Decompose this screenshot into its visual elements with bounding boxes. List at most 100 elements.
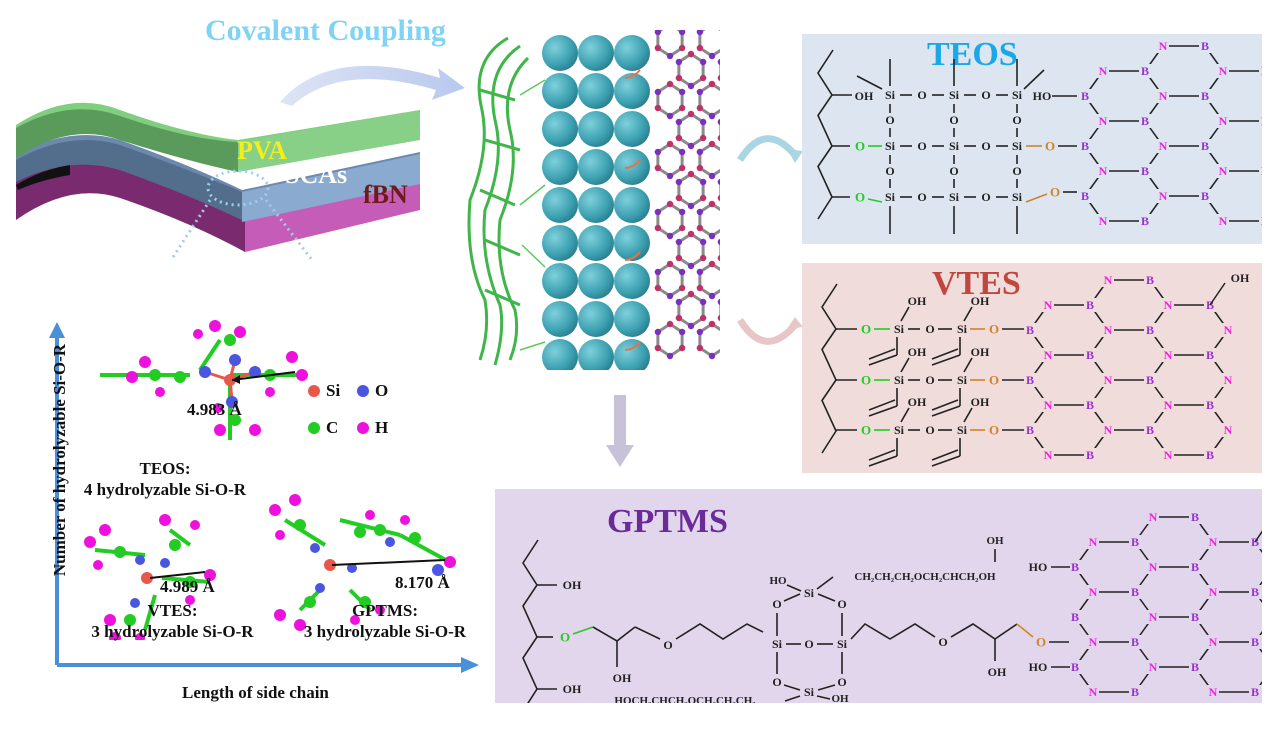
silica-sphere: [542, 225, 578, 261]
silicon-label: Si: [894, 423, 905, 437]
coupling-bond: [624, 341, 641, 351]
silicon-label: Si: [949, 190, 960, 204]
gptms-distance: 8.170 Å: [395, 573, 450, 592]
boron-label: B: [1131, 635, 1139, 649]
boron-label: B: [1251, 585, 1259, 599]
oxygen-label: O: [917, 139, 926, 153]
bond: [868, 354, 898, 366]
atom-bg: [1147, 510, 1159, 524]
silicon-label: Si: [885, 190, 896, 204]
hydroxyl-label: OH: [908, 294, 927, 308]
nitrogen-atom: [654, 88, 662, 96]
chain-label: HOCH₂CHCH₂OCH₂CH₂CH₂: [614, 695, 756, 703]
boron-label: B: [1071, 560, 1079, 574]
hydroxyl-label: HO: [1029, 660, 1048, 674]
nitrogen-atom: [696, 268, 704, 276]
atom-bg: [1147, 610, 1159, 624]
pva-oxygen-link: O: [861, 423, 871, 438]
hydroxyl-label: OH: [971, 395, 990, 409]
boron-label: B: [1026, 323, 1034, 337]
boron-label: B: [1251, 685, 1259, 699]
boron-atom: [675, 254, 683, 262]
bond: [656, 142, 684, 178]
nitrogen-atom: [666, 172, 674, 180]
boron-atom: [708, 320, 716, 328]
oxygen-label: O: [981, 190, 990, 204]
atom-bg: [1097, 214, 1109, 228]
silica-sphere: [542, 263, 578, 299]
boron-atom: [666, 140, 674, 148]
nitrogen-atom: [699, 238, 707, 246]
boron-atom: [699, 194, 707, 202]
nitrogen-atom: [675, 238, 683, 246]
boron-label: B: [1086, 398, 1094, 412]
boron-label: B: [1146, 373, 1154, 387]
boron-label: B: [1261, 214, 1262, 228]
nitrogen-label: N: [1219, 64, 1228, 78]
atom-bg: [1222, 323, 1234, 337]
nitrogen-atom: [687, 202, 695, 210]
hydroxyl-label: OH: [971, 294, 990, 308]
boron-atom: [678, 44, 686, 52]
atom-bg: [1102, 323, 1114, 337]
silicon-label: Si: [949, 88, 960, 102]
boron-label: B: [1146, 323, 1154, 337]
atom-bg: [1199, 189, 1211, 203]
atom-bg: [1162, 398, 1174, 412]
nitrogen-atom: [675, 178, 683, 186]
atom-bg: [1069, 560, 1081, 574]
bond: [656, 202, 684, 238]
h-dot-icon: [357, 422, 369, 434]
bond: [868, 399, 896, 411]
oxygen-label: O: [949, 164, 958, 178]
boron-atom: [678, 104, 686, 112]
silica-sphere: [614, 225, 650, 261]
atom-bg: [1129, 635, 1141, 649]
silica-sphere: [578, 35, 614, 71]
atom-bg: [1199, 39, 1211, 53]
silica-sphere: [542, 149, 578, 185]
atom-bg: [1042, 448, 1054, 462]
boron-atom: [654, 284, 662, 292]
boron-label: B: [1131, 585, 1139, 599]
boron-atom: [675, 314, 683, 322]
bond: [634, 626, 661, 640]
silica-sphere: [614, 73, 650, 109]
boron-atom: [696, 284, 704, 292]
atom-bg: [1102, 423, 1114, 437]
atom-bg: [1129, 685, 1141, 699]
atom-bg: [1069, 660, 1081, 674]
atom-bg: [1084, 448, 1096, 462]
bond: [1023, 69, 1045, 90]
down-arrow-icon: [606, 395, 634, 467]
nitrogen-atom: [675, 118, 683, 126]
atom-bg: [1042, 398, 1054, 412]
boron-label: B: [1261, 114, 1262, 128]
bond: [783, 593, 801, 602]
nitrogen-atom: [696, 208, 704, 216]
bond: [900, 407, 910, 423]
nitrogen-atom: [654, 328, 662, 336]
bond: [698, 262, 720, 298]
coupling-bond: [624, 69, 641, 79]
silicon-label: Si: [957, 322, 968, 336]
nitrogen-label: N: [1224, 423, 1233, 437]
boron-label: B: [1071, 660, 1079, 674]
teos-panel-title: TEOS: [927, 36, 1018, 73]
boron-atom: [708, 260, 716, 268]
atom-bg: [1084, 298, 1096, 312]
nitrogen-label: N: [1044, 298, 1053, 312]
boron-atom: [675, 74, 683, 82]
oxygen-label: O: [949, 113, 958, 127]
bond: [572, 626, 594, 635]
bn-oxygen-link: O: [989, 423, 999, 438]
boron-atom: [687, 230, 695, 238]
teos-distance: 4.983 Å: [187, 400, 242, 419]
covalent-coupling-title: Covalent Coupling: [205, 14, 446, 47]
boron-label: B: [1086, 448, 1094, 462]
atom-bg: [1222, 423, 1234, 437]
boron-atom: [696, 224, 704, 232]
bond: [698, 322, 720, 358]
boron-atom: [717, 254, 720, 262]
